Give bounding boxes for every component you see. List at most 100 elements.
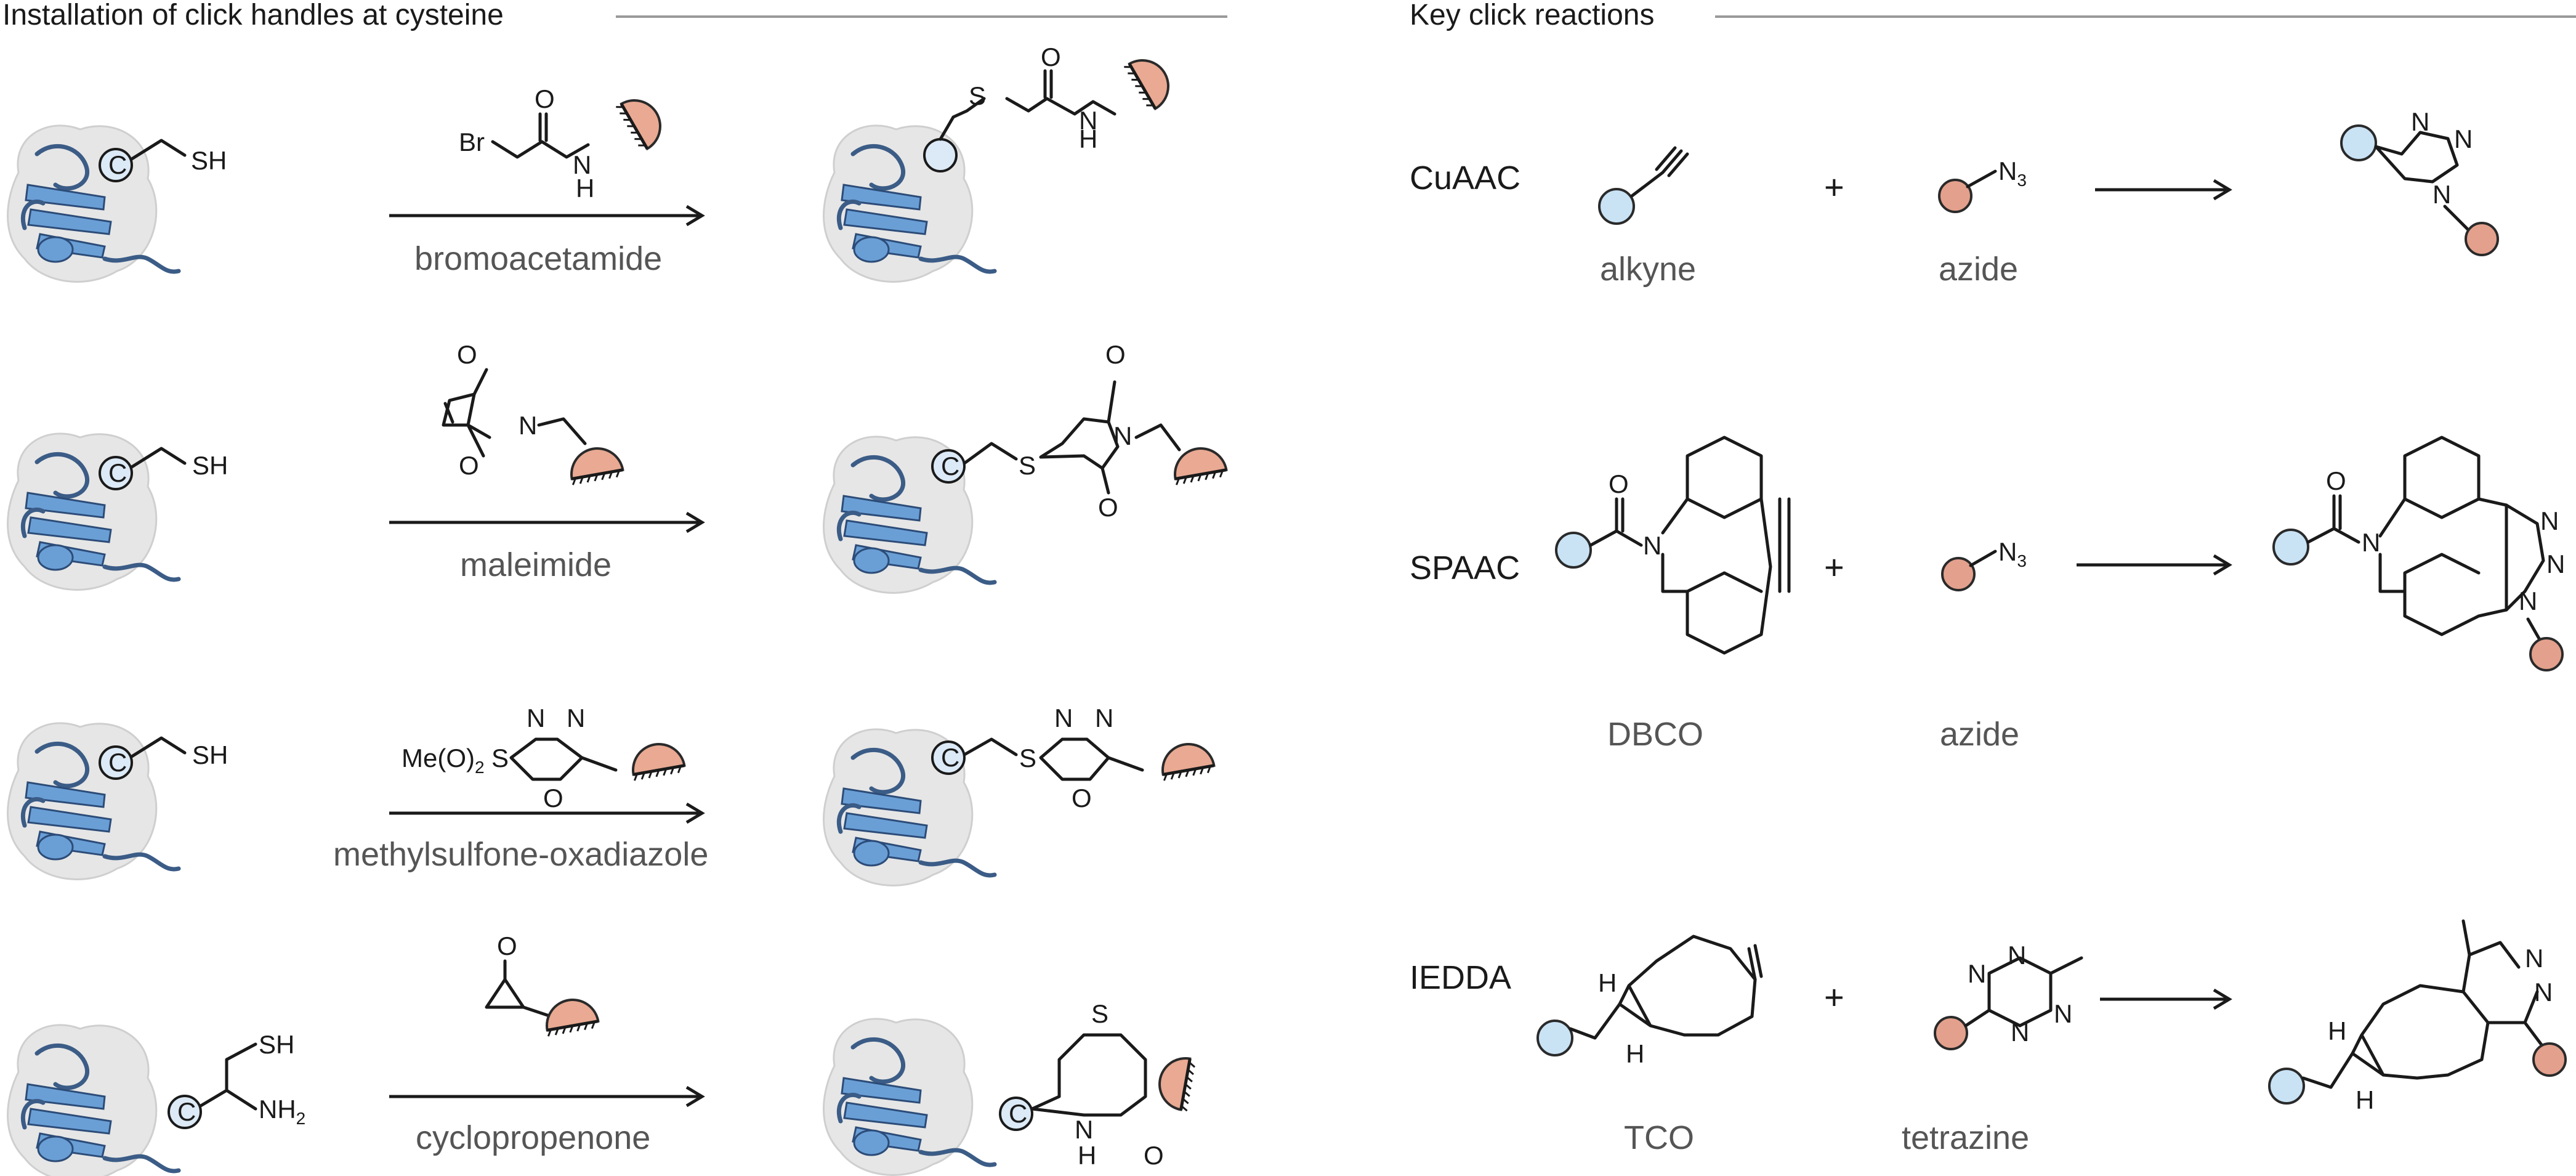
row-methylsulfone-oxadiazole: C SH Me(O)2 S N N O methylsulfone-oxadia… — [8, 704, 1216, 885]
azide-ball — [2529, 637, 2564, 671]
cargo-cap — [1124, 51, 1177, 112]
cargo-cap — [1155, 1054, 1196, 1111]
cys-label: C — [1009, 1099, 1027, 1128]
cys-label: C — [177, 1097, 196, 1126]
h-label: H — [1079, 124, 1097, 153]
maleimide-bonds — [466, 368, 488, 458]
tco-rings — [1569, 935, 1757, 1040]
n-label: N — [2546, 549, 2565, 578]
o-label: O — [1609, 469, 1629, 498]
azide-ball — [2465, 222, 2499, 256]
dbco-label: DBCO — [1607, 716, 1703, 753]
dbco-ball — [2272, 529, 2309, 566]
h-label: H — [1078, 1141, 1096, 1170]
protein-cartoon — [824, 126, 995, 282]
n3-label: N3 — [1998, 537, 2027, 570]
sh-label: SH — [192, 451, 228, 480]
cysteine-circle — [923, 138, 958, 172]
alkyne-ball — [1598, 188, 1635, 225]
left-panel-title: Installation of click handles at cystein… — [2, 0, 504, 31]
reaction-spaac: SPAAC O N DBCO + N3 azide O N N N N — [1410, 436, 2565, 753]
azide-ball — [1938, 179, 1972, 213]
azide-label: azide — [1940, 716, 2019, 753]
amide-bonds — [1589, 497, 1643, 547]
tco-ball — [2268, 1068, 2305, 1105]
triazole-ring — [2505, 503, 2545, 612]
o-label: O — [535, 84, 555, 113]
reagent-label: maleimide — [460, 546, 612, 583]
s-label: S — [1091, 999, 1108, 1028]
protein-cartoon — [8, 723, 179, 880]
n-label: N — [2540, 506, 2559, 535]
tetrazine-label: tetrazine — [1902, 1119, 2029, 1156]
alkyne-bonds — [1630, 146, 1689, 198]
cargo-cap — [616, 91, 669, 152]
o-label: O — [497, 931, 517, 960]
linker-bond — [2523, 1021, 2545, 1049]
tetrazine-ball — [1934, 1016, 1968, 1050]
n3-label: N3 — [1998, 156, 2027, 190]
product-bonds — [963, 442, 1018, 465]
protein-cartoon — [824, 1019, 995, 1175]
arrowhead — [2213, 988, 2232, 1010]
plus-sign: + — [1824, 548, 1844, 586]
h-label: H — [576, 174, 594, 203]
sh-label: SH — [192, 740, 228, 769]
nh2-label: NH2 — [259, 1095, 305, 1128]
linker-bond — [580, 756, 618, 772]
sh-label: SH — [259, 1030, 294, 1059]
reaction-iedda: IEDDA H H TCO + N N N N tetrazine N N — [1410, 919, 2567, 1156]
s-label: S — [1019, 744, 1036, 773]
reagent-bonds — [491, 140, 590, 159]
row-bromoacetamide: C SH Br O N H bromoacetamide S O N H — [8, 43, 1178, 282]
linker-bond — [1107, 756, 1144, 772]
n-label: N — [2411, 107, 2429, 136]
n-label: N — [2362, 528, 2380, 557]
meso2-label: Me(O)2 — [402, 744, 485, 777]
maleimide-ring — [442, 392, 491, 439]
n-label: N — [2011, 1018, 2029, 1047]
tco-alkyne — [1747, 944, 1763, 981]
h-label: H — [1598, 968, 1617, 997]
s-label: S — [491, 744, 509, 773]
n-label: N — [519, 411, 537, 440]
carbonyl-bond — [1043, 69, 1053, 99]
row-cyclopropenone: C SH NH2 O cyclopropenone C S N H O — [8, 931, 1197, 1176]
n-label: N — [2433, 180, 2451, 209]
linker-bond — [2526, 617, 2542, 643]
azide-bond — [1969, 549, 1997, 567]
h-label: H — [2356, 1085, 2374, 1114]
n-label: N — [1079, 106, 1097, 135]
reaction-name: SPAAC — [1410, 549, 1520, 586]
dbco-ball — [1555, 532, 1592, 569]
reaction-name: CuAAC — [1410, 160, 1520, 197]
product-rings — [2301, 984, 2490, 1089]
carbonyl-bonds — [1100, 380, 1116, 495]
plus-sign: + — [1824, 978, 1844, 1016]
cysteine-circle — [931, 740, 966, 775]
sh-label: SH — [191, 146, 227, 175]
linker-bond — [2443, 205, 2471, 233]
dbco-rings — [1661, 436, 1772, 655]
reagent-label: cyclopropenone — [416, 1119, 650, 1156]
product-bonds — [939, 97, 1116, 141]
right-panel-title: Key click reactions — [1410, 0, 1654, 31]
o-label: O — [1144, 1141, 1164, 1170]
protein-cartoon — [8, 126, 179, 282]
tco-ball — [1536, 1020, 1573, 1056]
oxadiazole-ring — [509, 737, 584, 781]
sidechain-bond — [199, 1042, 257, 1111]
n-label: N — [1095, 704, 1113, 732]
o-label: O — [2326, 466, 2346, 495]
n-label: N — [2519, 586, 2537, 615]
triazole-ring — [2374, 131, 2459, 184]
s-label: S — [1019, 451, 1036, 480]
arrowhead — [685, 205, 705, 227]
product-rings — [2378, 436, 2508, 636]
n-label: N — [573, 150, 591, 179]
sidechain-bond — [130, 447, 187, 469]
arrowhead — [2213, 179, 2232, 201]
n-label: N — [2534, 978, 2553, 1007]
alkyne-ball — [2340, 124, 2377, 161]
